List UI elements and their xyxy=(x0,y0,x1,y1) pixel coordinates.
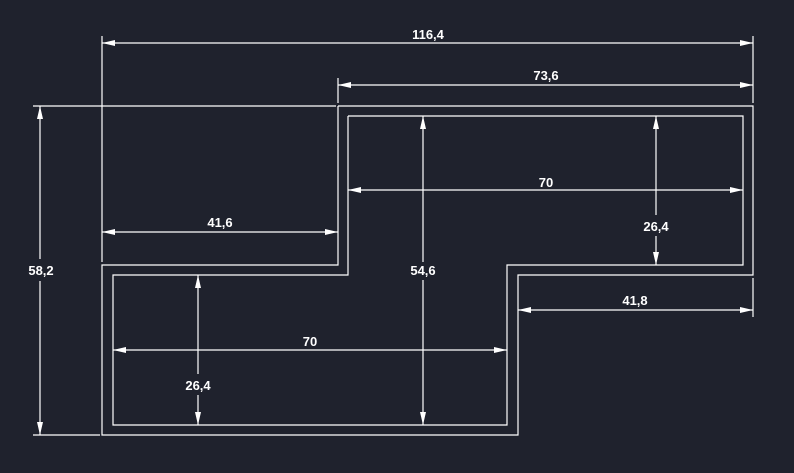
dim-overall-width-label: 116,4 xyxy=(412,27,445,42)
arrowheads xyxy=(37,40,753,435)
arrowhead xyxy=(102,229,115,235)
dim-inner-height-label: 54,6 xyxy=(410,263,435,278)
arrowhead xyxy=(730,187,743,193)
arrowhead xyxy=(740,40,753,46)
arrowhead xyxy=(37,106,43,119)
outer-profile xyxy=(101,105,754,436)
arrowhead xyxy=(37,422,43,435)
arrowhead xyxy=(420,412,426,425)
arrowhead xyxy=(102,40,115,46)
dim-upper-inner-width-label: 70 xyxy=(539,175,553,190)
dim-overall-height-label: 58,2 xyxy=(28,263,53,278)
arrowhead xyxy=(740,82,753,88)
dim-upper-inner-height-label: 26,4 xyxy=(643,219,669,234)
arrowhead xyxy=(653,116,659,129)
dim-lower-inner-height-label: 26,4 xyxy=(185,378,211,393)
inner-profile xyxy=(112,115,744,426)
dim-upper-width-label: 73,6 xyxy=(533,68,558,83)
arrowhead xyxy=(740,307,753,313)
arrowhead xyxy=(653,252,659,265)
extension-lines xyxy=(33,36,754,436)
dim-left-step-label: 41,6 xyxy=(207,215,232,230)
arrowhead xyxy=(518,307,531,313)
arrowhead xyxy=(494,347,507,353)
arrowhead xyxy=(325,229,338,235)
dimension-lines xyxy=(39,42,753,435)
arrowhead xyxy=(348,187,361,193)
arrowhead xyxy=(195,412,201,425)
arrowhead xyxy=(420,116,426,129)
dim-right-step-label: 41,8 xyxy=(622,293,647,308)
arrowhead xyxy=(195,275,201,288)
dim-lower-inner-width-label: 70 xyxy=(303,334,317,349)
arrowhead xyxy=(338,82,351,88)
arrowhead xyxy=(113,347,126,353)
